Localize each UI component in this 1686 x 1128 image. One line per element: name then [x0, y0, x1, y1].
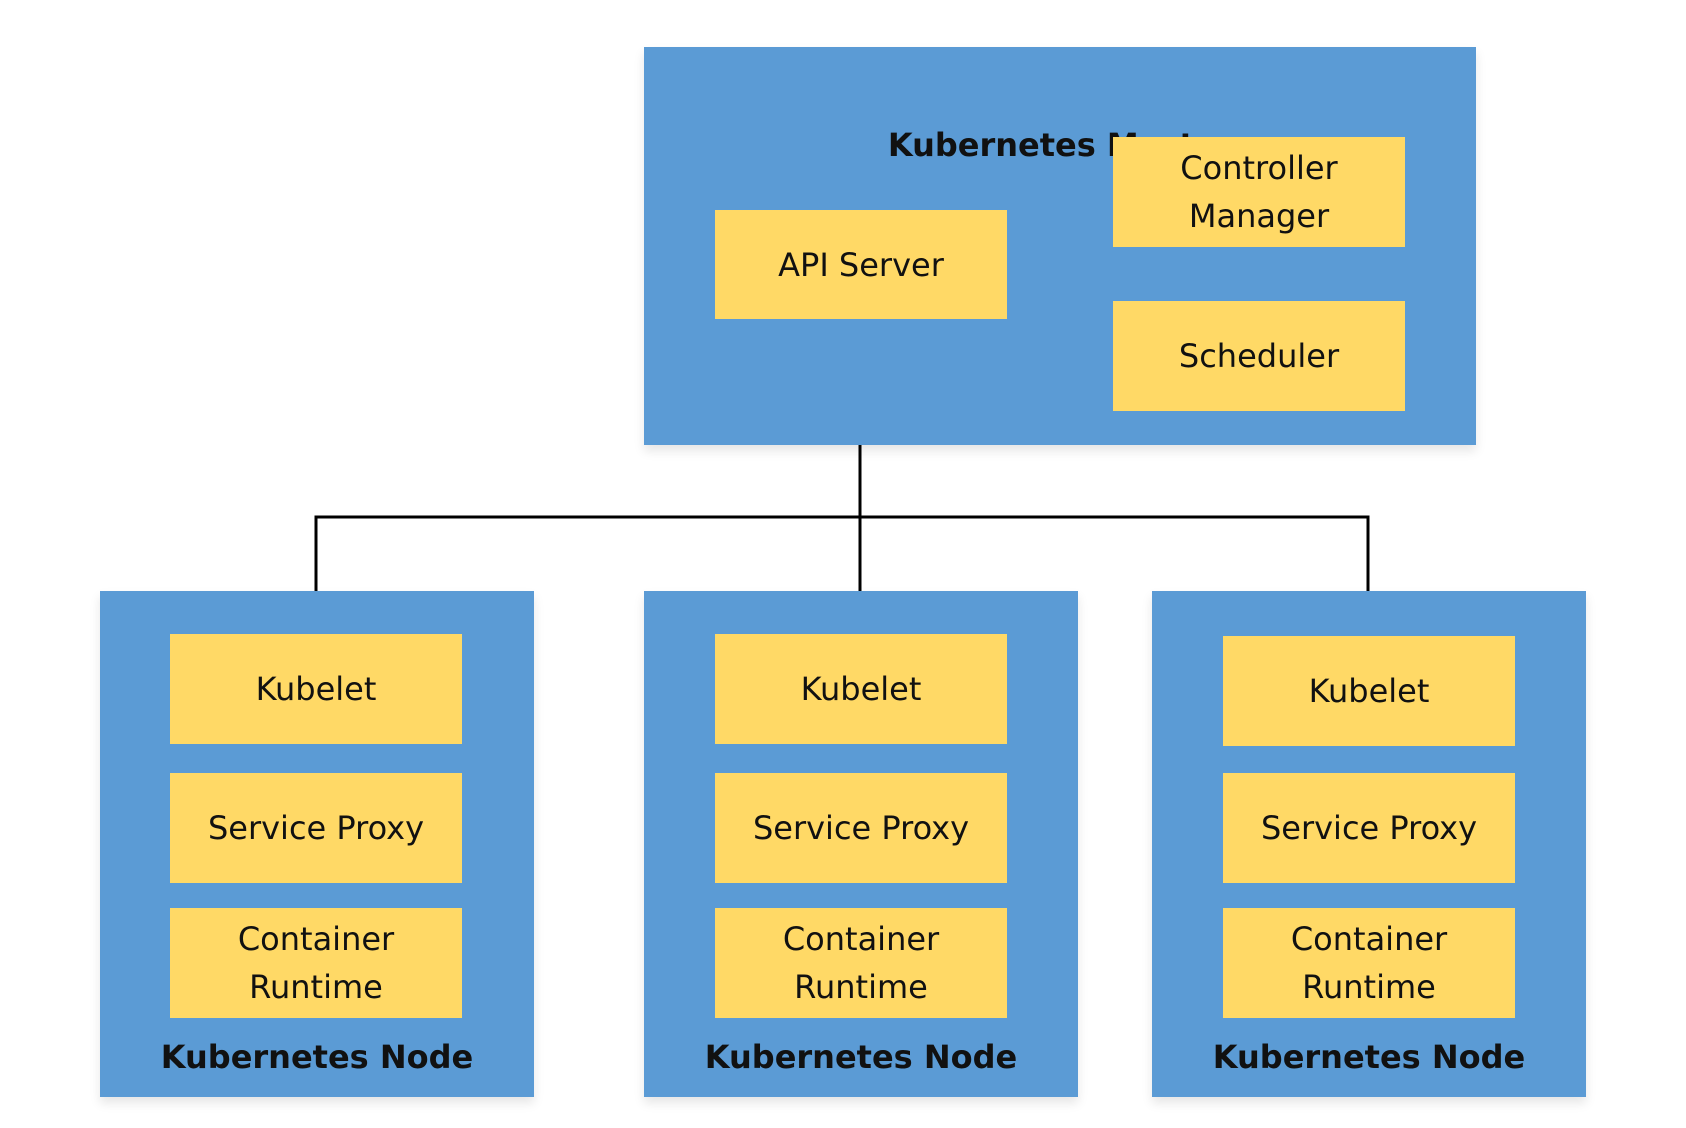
kubernetes-node-title-3: Kubernetes Node: [1212, 1038, 1526, 1076]
container-runtime-label-1: Container Runtime: [237, 920, 395, 1006]
service-proxy-label-3: Service Proxy: [1260, 809, 1478, 847]
container-runtime-label-3: Container Runtime: [1290, 920, 1448, 1006]
container-runtime-box-1: Container Runtime: [170, 908, 462, 1018]
kubelet-box-2: Kubelet: [715, 634, 1007, 744]
service-proxy-box-1: Service Proxy: [170, 773, 462, 883]
service-proxy-label-2: Service Proxy: [752, 809, 970, 847]
api-server-box: API Server: [715, 210, 1007, 319]
service-proxy-box-2: Service Proxy: [715, 773, 1007, 883]
kubelet-label-3: Kubelet: [1308, 672, 1430, 710]
container-runtime-box-2: Container Runtime: [715, 908, 1007, 1018]
kubernetes-node-title-1: Kubernetes Node: [160, 1038, 474, 1076]
kubelet-label-1: Kubelet: [255, 670, 377, 708]
service-proxy-box-3: Service Proxy: [1223, 773, 1515, 883]
api-server-label: API Server: [778, 245, 944, 284]
kubelet-box-1: Kubelet: [170, 634, 462, 744]
kubernetes-node-title-2: Kubernetes Node: [704, 1038, 1018, 1076]
scheduler-label: Scheduler: [1178, 337, 1340, 375]
container-runtime-label-2: Container Runtime: [782, 920, 940, 1006]
kubelet-label-2: Kubelet: [800, 670, 922, 708]
scheduler-box: Scheduler: [1113, 301, 1405, 411]
service-proxy-label-1: Service Proxy: [207, 809, 425, 847]
kubelet-box-3: Kubelet: [1223, 636, 1515, 746]
controller-manager-box: Controller Manager: [1113, 137, 1405, 247]
controller-manager-label: Controller Manager: [1180, 149, 1338, 235]
container-runtime-box-3: Container Runtime: [1223, 908, 1515, 1018]
